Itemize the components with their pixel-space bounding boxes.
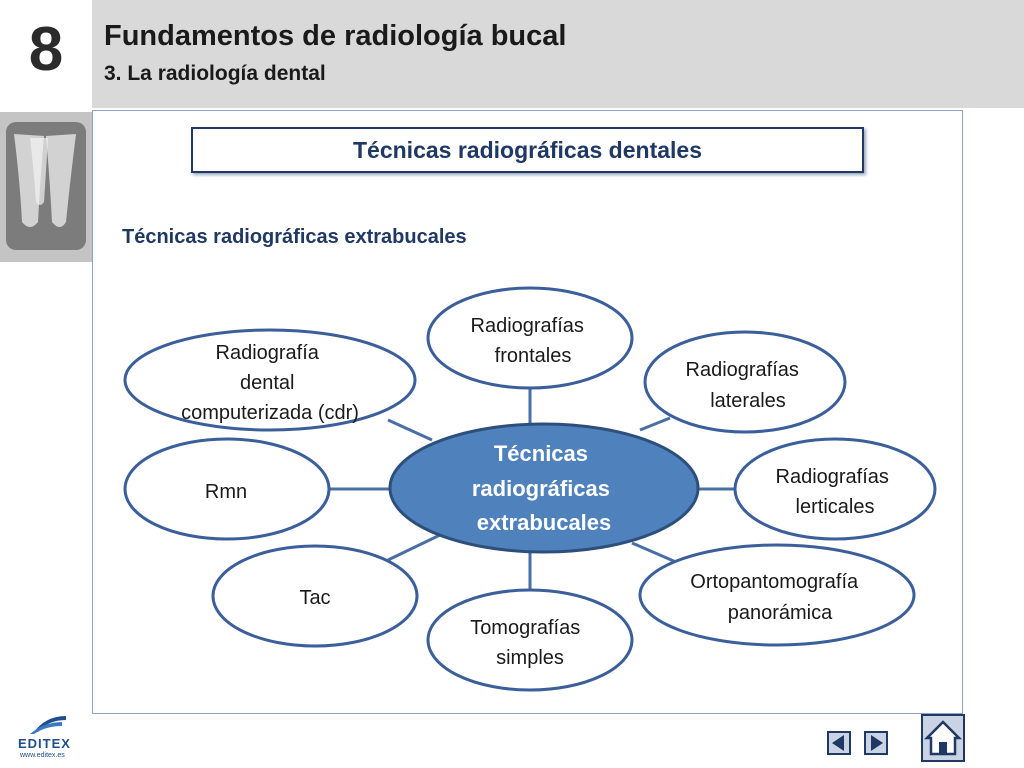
node-laterales-label: Radiografías laterales	[686, 359, 805, 412]
connector-tac	[387, 533, 441, 562]
node-rmn-label: Rmn	[205, 481, 247, 503]
node-ortopantomografia-label: Ortopantomografía panorámica	[690, 571, 863, 624]
node-tomografias-label: Tomografías simples	[470, 617, 586, 669]
node-frontales-label: Radiografías frontales	[471, 315, 590, 367]
node-cdr-label: Radiografía dental computerizada (cdr)	[181, 342, 359, 424]
home-icon	[923, 720, 963, 756]
connector-cdr	[387, 418, 433, 442]
slide-title: Fundamentos de radiología bucal	[104, 20, 567, 52]
header-bar	[0, 0, 1024, 108]
node-cdr-shape	[123, 328, 417, 432]
chapter-number: 8	[28, 15, 64, 84]
node-tac-shape	[211, 544, 419, 648]
previous-slide-button[interactable]	[827, 731, 851, 755]
connector-laterales	[639, 416, 671, 432]
logo-url: www.editex.es	[20, 752, 65, 759]
center-node-label: Técnicas radiográficas extrabucales	[472, 441, 616, 535]
home-button[interactable]	[921, 714, 965, 762]
node-ortopantomografia-shape	[638, 543, 916, 647]
connector-ortopantomografia	[631, 541, 677, 564]
slide-subtitle: 3. La radiología dental	[104, 62, 326, 85]
next-slide-button[interactable]	[864, 731, 888, 755]
node-lerticales-label: Radiografías lerticales	[776, 466, 895, 518]
dental-xray-image	[0, 112, 92, 262]
node-tomografias-shape	[426, 588, 634, 692]
section-label: Técnicas radiográficas extrabucales	[122, 226, 467, 248]
chapter-box: 8	[0, 0, 92, 108]
triangle-left-icon	[832, 735, 844, 751]
node-laterales-shape	[643, 330, 847, 434]
node-tac-label: Tac	[299, 587, 330, 609]
editex-logo	[16, 712, 76, 762]
node-rmn-shape	[123, 437, 331, 541]
section-banner: Técnicas radiográficas dentales	[191, 127, 864, 173]
triangle-right-icon	[871, 735, 883, 751]
node-frontales-shape	[426, 286, 634, 390]
logo-wordmark: EDITEX	[18, 736, 71, 751]
center-node-shape	[388, 422, 700, 554]
node-lerticales-shape	[733, 437, 937, 541]
